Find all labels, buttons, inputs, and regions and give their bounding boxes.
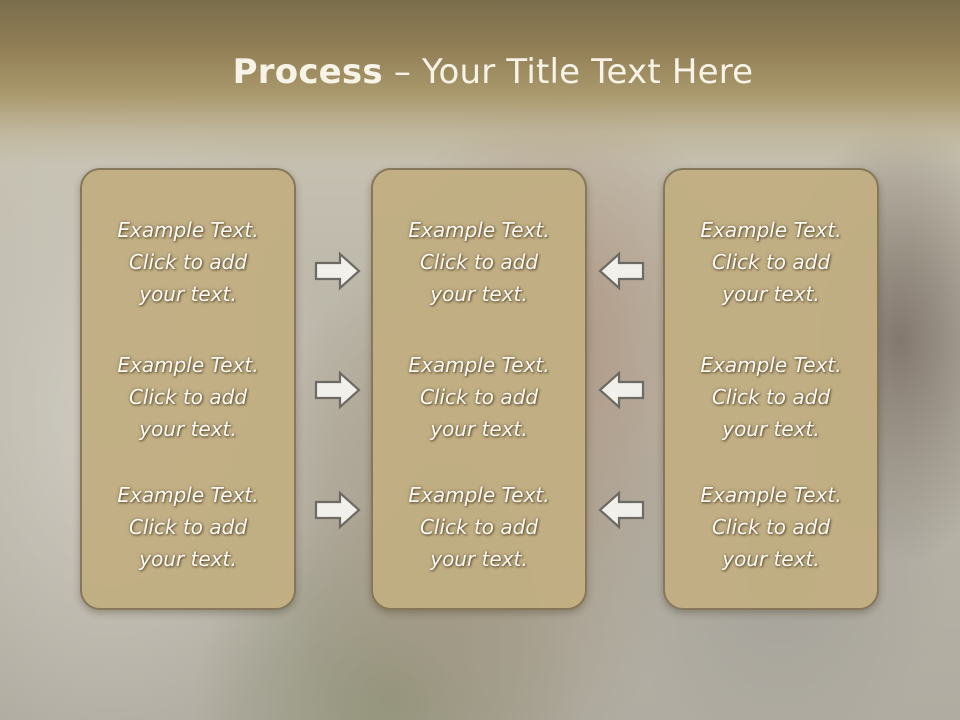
text-line: your text. — [139, 282, 237, 306]
text-line: Example Text. — [700, 218, 842, 242]
text-line: Example Text. — [700, 353, 842, 377]
text-line: Example Text. — [117, 483, 259, 507]
text-line: your text. — [722, 547, 820, 571]
arrow-right-icon[interactable] — [314, 251, 362, 291]
text-line: Click to add — [128, 515, 248, 539]
arrow-right-icon[interactable] — [314, 490, 362, 530]
text-line: Example Text. — [408, 218, 550, 242]
text-line: your text. — [430, 547, 528, 571]
text-block[interactable]: Example Text. Click to add your text. — [373, 214, 585, 310]
text-block[interactable]: Example Text. Click to add your text. — [82, 349, 294, 445]
text-line: Click to add — [711, 250, 831, 274]
process-box-left[interactable]: Example Text. Click to add your text. Ex… — [80, 168, 296, 610]
text-line: your text. — [722, 282, 820, 306]
text-line: Click to add — [128, 250, 248, 274]
text-line: Click to add — [419, 385, 539, 409]
slide-title[interactable]: Process – Your Title Text Here — [0, 52, 960, 92]
text-line: Click to add — [128, 385, 248, 409]
text-line: Click to add — [419, 515, 539, 539]
text-line: Example Text. — [408, 483, 550, 507]
text-line: Click to add — [419, 250, 539, 274]
title-rest-text: Your Title Text Here — [422, 52, 754, 92]
title-separator: – — [382, 52, 423, 92]
text-line: your text. — [139, 547, 237, 571]
text-line: your text. — [139, 417, 237, 441]
text-line: your text. — [430, 417, 528, 441]
text-line: Click to add — [711, 385, 831, 409]
text-block[interactable]: Example Text. Click to add your text. — [373, 479, 585, 575]
text-block[interactable]: Example Text. Click to add your text. — [665, 214, 877, 310]
title-band — [0, 0, 960, 165]
process-box-middle[interactable]: Example Text. Click to add your text. Ex… — [371, 168, 587, 610]
process-box-right[interactable]: Example Text. Click to add your text. Ex… — [663, 168, 879, 610]
text-line: Example Text. — [117, 218, 259, 242]
arrow-left-icon[interactable] — [597, 490, 645, 530]
text-block[interactable]: Example Text. Click to add your text. — [373, 349, 585, 445]
text-block[interactable]: Example Text. Click to add your text. — [82, 214, 294, 310]
text-line: your text. — [430, 282, 528, 306]
text-line: Example Text. — [117, 353, 259, 377]
text-line: Example Text. — [700, 483, 842, 507]
text-block[interactable]: Example Text. Click to add your text. — [665, 479, 877, 575]
title-bold-text: Process — [232, 52, 383, 92]
text-line: Click to add — [711, 515, 831, 539]
text-line: your text. — [722, 417, 820, 441]
text-block[interactable]: Example Text. Click to add your text. — [665, 349, 877, 445]
arrow-left-icon[interactable] — [597, 251, 645, 291]
arrow-right-icon[interactable] — [314, 370, 362, 410]
text-block[interactable]: Example Text. Click to add your text. — [82, 479, 294, 575]
text-line: Example Text. — [408, 353, 550, 377]
arrow-left-icon[interactable] — [597, 370, 645, 410]
